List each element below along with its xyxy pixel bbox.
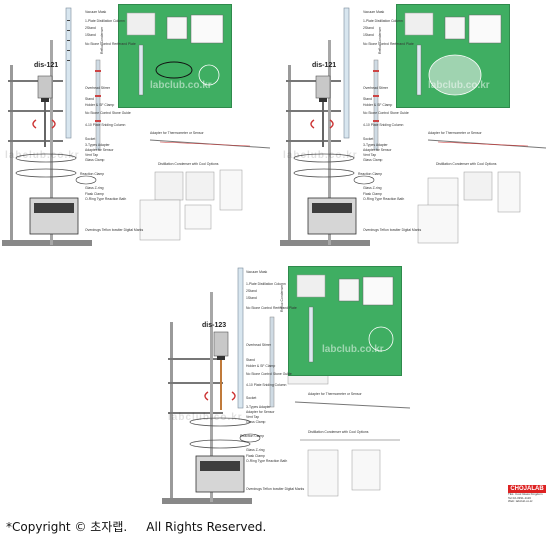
- label-1-3: 1Stand: [85, 33, 96, 37]
- copyright-footer: *Copyright © 초자랩. All Rights Reserved.: [6, 520, 267, 534]
- logo-line-1: TEL: Cool Glass Kingdom: [508, 492, 543, 496]
- label-2-5: Overhead Stirrer: [363, 86, 389, 90]
- label-3-6: Stand: [246, 358, 255, 362]
- side-label-2: Reflux Condenser: [378, 26, 382, 54]
- logo-line-2: Tel 02-3391-1116: [508, 495, 531, 500]
- watermark-1: labclub.co.kr: [5, 150, 80, 161]
- label-1-18: O-Ring Type Reaction Bath: [85, 197, 127, 201]
- label-3-19: Overdrugs Teflon bowlter Digital Marks: [246, 487, 305, 491]
- label-3-14: Glass Clamp: [246, 420, 266, 424]
- label-1-r1: Distillation Condenser with Cool Options: [158, 162, 219, 166]
- label-2-19: Overdrugs Teflon bowlter Digital Marks: [363, 228, 422, 232]
- label-3-11: 3-Types Adapter: [246, 405, 271, 409]
- label-2-6: Stand: [363, 97, 372, 101]
- label-2-11: 3-Types Adapter: [363, 143, 388, 147]
- label-3-4: No Stone Control Rerferand Plate: [246, 306, 297, 310]
- label-2-0: Vacuum Mask: [363, 10, 385, 14]
- label-3-15: Reaction Clamp: [240, 434, 265, 438]
- label-2-4: No Stone Control Rerferand Plate: [363, 42, 414, 46]
- label-1-13: Vent Tap: [85, 153, 99, 157]
- label-3-r1: Distillation Condenser with Cool Options: [308, 430, 369, 434]
- label-2-13: Vent Tap: [363, 153, 377, 157]
- apparatus-panel-2: dis-121 labclub.co.kr labclub.co.kr Vacu…: [278, 0, 550, 255]
- watermark-green-2: labclub.co.kr: [428, 80, 490, 91]
- label-2-10: Socket: [363, 137, 374, 141]
- label-2-18: O-Ring Type Reaction Bath: [363, 197, 405, 201]
- label-3-17: Flask Clamp: [246, 454, 265, 458]
- label-2-9: 4-10 Plate Sniding Column: [363, 123, 404, 127]
- watermark-3: labclub.co.kr: [168, 412, 243, 423]
- label-3-2: 2Stand: [246, 289, 257, 293]
- apparatus-drawing-1: [2, 7, 271, 246]
- label-2-14: Glass Clamp: [363, 158, 383, 162]
- side-label-1: Reflux Condenser: [100, 26, 104, 54]
- label-1-14: Glass Clamp: [85, 158, 105, 162]
- label-3-3: 1Stand: [246, 296, 257, 300]
- label-2-17: Flask Clamp: [363, 192, 382, 196]
- label-1-1: 1-Plate Distillation Column: [85, 19, 125, 23]
- logo-line-3: Web: labclub.co.kr: [508, 499, 533, 503]
- model-label-1: dis-121: [34, 62, 59, 69]
- label-2-3: 1Stand: [363, 33, 374, 37]
- label-1-0: Vacuum Mask: [85, 10, 107, 14]
- watermark-2: labclub.co.kr: [283, 150, 358, 161]
- label-3-10: Socket: [246, 396, 257, 400]
- label-1-12: Adapter for Sensor: [85, 148, 114, 152]
- label-2-7: Holder & SF Clamp: [363, 103, 393, 107]
- logo-brand: CHOJALAB: [508, 485, 546, 493]
- label-1-16: Glass Z-ring: [85, 186, 104, 190]
- label-1-15: Reaction Clamp: [80, 172, 105, 176]
- label-2-2: 2Stand: [363, 26, 374, 30]
- label-2-1: 1-Plate Distillation Column: [363, 19, 403, 23]
- label-2-15: Reaction Clamp: [358, 172, 383, 176]
- label-2-r1: Distillation Condenser with Cool Options: [436, 162, 497, 166]
- label-2-16: Glass Z-ring: [363, 186, 382, 190]
- label-1-10: Socket: [85, 137, 96, 141]
- apparatus-panel-3: dis-123 labclub.co.kr labclub.co.kr Vacu…: [140, 262, 415, 512]
- label-1-5: Overhead Stirrer: [85, 86, 111, 90]
- label-1-17: Flask Clamp: [85, 192, 104, 196]
- chojalab-logo: CHOJALAB TEL: Cool Glass Kingdom Tel 02-…: [508, 485, 546, 504]
- label-3-7: Holder & SF Clamp: [246, 364, 276, 368]
- watermark-green-1: labclub.co.kr: [150, 80, 212, 91]
- label-1-r0: Adapter for Thermometer or Sensor: [150, 131, 204, 135]
- label-3-8: No Stone Control Stone Guide: [246, 372, 292, 376]
- label-2-r0: Adapter for Thermometer or Sensor: [428, 131, 482, 135]
- label-3-9: 4-10 Plate Sniding Column: [246, 383, 287, 387]
- label-2-8: No Stone Control Stone Guide: [363, 111, 409, 115]
- green-detail-box-3: [288, 266, 402, 376]
- model-label-3: dis-123: [202, 322, 227, 329]
- model-label-2: dis-121: [312, 62, 337, 69]
- label-3-1: 1-Plate Distillation Column: [246, 282, 286, 286]
- apparatus-drawing-2: [280, 7, 547, 246]
- green-detail-box-2: [396, 4, 510, 108]
- watermark-green-3: labclub.co.kr: [322, 344, 384, 355]
- label-3-16: Glass Z-ring: [246, 448, 265, 452]
- side-label-3: Reflux Condenser: [280, 284, 284, 312]
- label-1-19: Overdrugs Teflon bowlter Digital Marks: [85, 228, 144, 232]
- label-3-r0: Adapter for Thermometer or Sensor: [308, 392, 362, 396]
- apparatus-panel-1: dis-121 labclub.co.kr labclub.co.kr Vacu…: [0, 0, 275, 255]
- label-1-2: 2Stand: [85, 26, 96, 30]
- label-2-12: Adapter for Sensor: [363, 148, 392, 152]
- label-3-5: Overhead Stirrer: [246, 343, 272, 347]
- label-1-11: 3-Types Adapter: [85, 143, 110, 147]
- label-1-9: 4-10 Plate Sniding Column: [85, 123, 126, 127]
- label-1-8: No Stone Control Stone Guide: [85, 111, 131, 115]
- label-1-7: Holder & SF Clamp: [85, 103, 115, 107]
- label-3-18: O-Ring Type Reaction Bath: [246, 459, 288, 463]
- label-3-12: Adapter for Sensor: [246, 410, 275, 414]
- label-1-6: Stand: [85, 97, 94, 101]
- label-1-4: No Stone Control Rerferand Plate: [85, 42, 136, 46]
- green-detail-box-1: [118, 4, 232, 108]
- label-3-13: Vent Tap: [246, 415, 260, 419]
- label-3-0: Vacuum Mask: [246, 270, 268, 274]
